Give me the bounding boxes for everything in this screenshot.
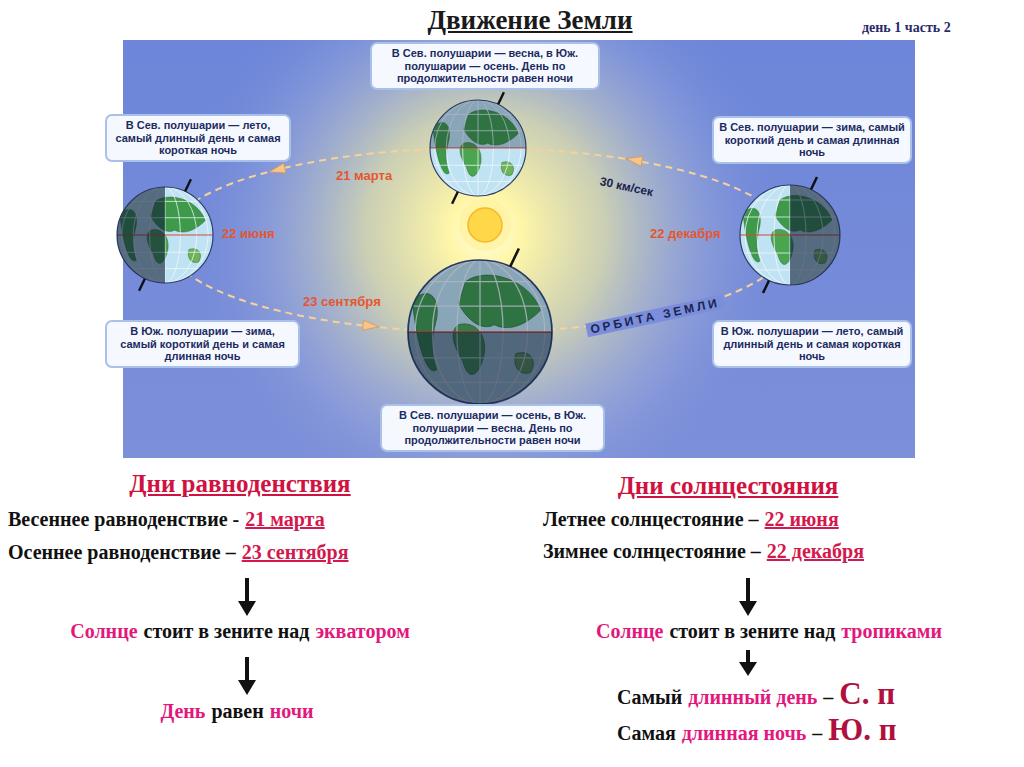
text-line: 22 декабря [650, 226, 721, 241]
text-line: 30 км/сек [599, 174, 655, 199]
text-label: 30 км/сек [599, 174, 655, 199]
earth-axis [763, 281, 769, 294]
text-label: Солнце [596, 620, 663, 643]
date-label: 21 марта [245, 508, 324, 531]
text-line: Дни солнцестояния [618, 472, 839, 500]
earth-axis [811, 177, 817, 190]
text-line: Дни равноденствия [129, 470, 350, 498]
orbit-arrowhead [625, 154, 642, 167]
date-label: 23 сентября [242, 541, 349, 564]
callout-text: В Сев. полушарии — осень, в Юж. полушари… [387, 409, 598, 447]
sun-halo [459, 199, 511, 251]
text-line: Солнце стоит в зените надэкватором [70, 620, 410, 643]
text-line: 23 сентября [303, 294, 381, 309]
text-line: Летнее солнцестояние – 22 июня [543, 508, 839, 531]
text-line: Самая длинная ночь–Ю. п [617, 712, 897, 748]
arrow-shaft [245, 657, 249, 682]
text-line: День равен ночи [160, 700, 313, 723]
arrow-head [238, 680, 256, 695]
night-side [117, 187, 165, 283]
orbit-arrowhead [268, 163, 286, 177]
text-label: Летнее солнцестояние – [543, 508, 759, 531]
text-label: Ю. п [828, 712, 896, 748]
text-label: длинный день [688, 686, 817, 709]
page-title: Движение Земли [427, 5, 632, 36]
arrow-head [238, 601, 256, 616]
text-label: С. п [839, 676, 895, 712]
text-line: ОРБИТА ЗЕМЛИ [585, 295, 725, 338]
text-label: длинная ночь [682, 722, 807, 745]
arrow-head [739, 662, 757, 676]
night-shade [408, 260, 552, 404]
section-heading: Дни солнцестояния [618, 472, 839, 500]
text-label: равен [211, 700, 263, 723]
orbit-arrowhead [363, 320, 380, 332]
text-label: экватором [315, 620, 409, 643]
callout-text: В Юж. полушарии — зима, самый короткий д… [112, 325, 293, 363]
night-side [430, 100, 526, 148]
text-label: – [812, 722, 822, 745]
callout-text: В Сев. полушарии — лето, самый длинный д… [112, 119, 284, 157]
arrow-shaft [746, 578, 750, 603]
arrow-head [739, 601, 757, 616]
earth-axis [139, 279, 145, 291]
date-label: 22 декабря [767, 540, 864, 563]
callout-box: В Сев. полушарии — осень, в Юж. полушари… [380, 404, 605, 452]
text-line: 21 марта [336, 168, 392, 183]
arrow-shaft [245, 578, 249, 603]
text-line: Весеннее равноденствие - 21 марта [8, 508, 325, 531]
earth-axis [498, 92, 504, 104]
date-label: 22 июня [222, 226, 275, 241]
text-label: ОРБИТА ЗЕМЛИ [585, 295, 725, 338]
text-label: – [823, 686, 833, 709]
text-label: День [160, 700, 205, 723]
text-label: Весеннее равноденствие - [8, 508, 239, 531]
callout-box: В Юж. полушарии — зима, самый короткий д… [105, 320, 300, 368]
text-line: Самый длинный день–С. п [617, 676, 895, 712]
text-label: Самая [617, 722, 676, 745]
callout-box: В Юж. полушарии — лето, самый длинный де… [712, 320, 912, 368]
text-label: Солнце [70, 620, 137, 643]
text-line: 22 июня [222, 226, 275, 241]
sun [468, 208, 502, 242]
text-label: стоит в зените над [144, 620, 310, 643]
date-label: 23 сентября [303, 294, 381, 309]
callout-text: В Сев. полушарии — весна, в Юж. полушари… [377, 47, 593, 85]
date-label: 22 декабря [650, 226, 721, 241]
sun-glow [123, 40, 915, 458]
date-label: 22 июня [765, 508, 839, 531]
callout-box: В Сев. полушарии — весна, в Юж. полушари… [370, 42, 600, 90]
text-line: Осеннее равноденствие – 23 сентября [8, 541, 349, 564]
earth-globe [430, 92, 526, 203]
callout-text: В Юж. полушарии — лето, самый длинный де… [719, 325, 905, 363]
earth-globe [117, 179, 213, 290]
earth-axis [452, 192, 458, 204]
section-heading: Дни равноденствия [129, 470, 350, 498]
text-line: день 1 часть 2 [862, 20, 951, 36]
earth-globe [740, 177, 840, 293]
text-label: Самый [617, 686, 682, 709]
callout-box: В Сев. полушарии — зима, самый короткий … [712, 116, 912, 164]
text-line: Зимнее солнцестояние – 22 декабря [543, 540, 864, 563]
text-label: день 1 часть 2 [862, 20, 951, 36]
arrow-shaft [746, 650, 750, 664]
text-line: Солнце стоит в зените над тропиками [596, 620, 942, 643]
earth-axis [510, 248, 519, 266]
text-label: ночи [270, 700, 314, 723]
text-label: тропиками [841, 620, 942, 643]
night-side [790, 185, 840, 285]
callout-box: В Сев. полушарии — лето, самый длинный д… [105, 114, 291, 162]
text-label: Зимнее солнцестояние – [543, 540, 761, 563]
callout-text: В Сев. полушарии — зима, самый короткий … [719, 121, 905, 159]
earth-axis [185, 179, 191, 191]
sky-panel [123, 40, 915, 458]
earth-globe [408, 248, 552, 404]
date-label: 21 марта [336, 168, 392, 183]
arrow-heads [238, 601, 757, 695]
text-label: стоит в зените над [669, 620, 835, 643]
text-label: Осеннее равноденствие – [8, 541, 236, 564]
night-side [408, 332, 552, 404]
